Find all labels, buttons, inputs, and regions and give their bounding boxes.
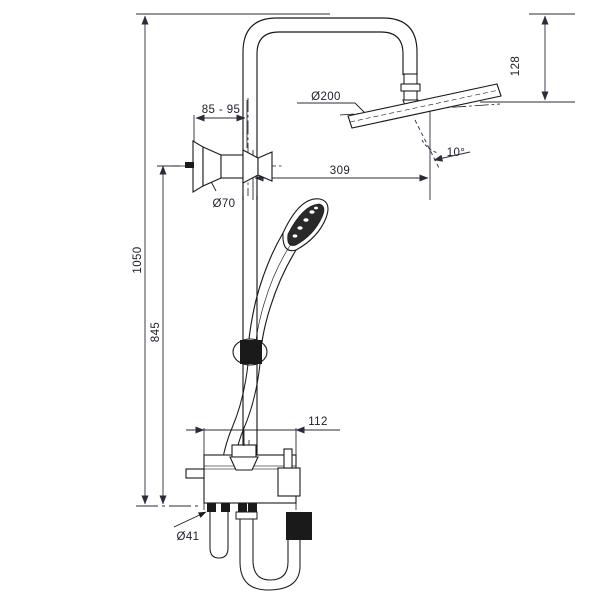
label-head-drop: 128: [510, 56, 522, 76]
shower-head-face-line: [349, 89, 500, 123]
hand-shower-handle-right: [260, 249, 297, 353]
escutcheon-plate: [192, 140, 204, 193]
angle-leader: [433, 151, 471, 162]
arm-inner-edge: [256, 31, 404, 200]
dimension-labels: Ø200 85 - 95 Ø70 309 10° 112 Ø41 1050 84…: [132, 56, 522, 543]
label-head-angle: 10°: [447, 147, 466, 159]
connector-spigot: [185, 162, 194, 168]
shower-hose: [209, 512, 301, 591]
outlet-nut-1: [207, 503, 216, 512]
hose-curve-inner: [252, 540, 289, 581]
hose-connector-block: [286, 512, 312, 540]
hand-shower-handle-left: [247, 232, 284, 353]
wall-connector-flange: [185, 140, 273, 193]
connector-right-taper: [257, 151, 273, 182]
valve-left-stub: [185, 468, 205, 479]
valve-handle: [283, 448, 293, 469]
angle-arc: [421, 139, 439, 154]
label-overall-height: 1050: [132, 246, 144, 273]
supply-tube-loop: [209, 512, 229, 559]
diverter-knob-top: [231, 444, 257, 458]
label-outlet-diameter: Ø41: [177, 531, 200, 543]
outlet-nut-4: [248, 503, 257, 512]
shower-arm: [242, 17, 418, 200]
joint-nut-lower: [403, 90, 418, 101]
label-wall-offset: 85 - 95: [202, 104, 241, 116]
hand-shower-handle-centre: [254, 243, 292, 353]
angle-ref-line: [414, 119, 441, 171]
valve-right-block: [277, 467, 301, 497]
valve-outlets: [207, 503, 258, 520]
diverter-knob-taper: [229, 456, 259, 471]
outlet-nut-2: [221, 503, 230, 512]
mixer-valve-body: [185, 430, 301, 504]
overhead-rain-shower-head: [347, 83, 502, 129]
label-head-diameter: Ø200: [311, 91, 341, 103]
joint-collar: [400, 83, 421, 92]
d41-leader: [173, 511, 207, 528]
arm-outer-edge: [242, 17, 418, 200]
outlet-flange: [235, 511, 258, 520]
outlet-nut-3: [238, 503, 247, 512]
slider-bracket-clamp: [240, 340, 262, 364]
connector-body: [220, 154, 244, 179]
joint-nut-upper: [403, 73, 418, 85]
label-flange-diameter: Ø70: [213, 198, 236, 210]
label-rail-height: 845: [150, 322, 162, 342]
hose-curve-to-connector: [239, 540, 301, 591]
slider-bracket: [232, 338, 268, 366]
label-valve-width: 112: [308, 416, 328, 428]
hand-shower-nozzles: [292, 206, 318, 238]
hand-shower: [247, 198, 329, 353]
connector-block-body: [286, 512, 312, 540]
label-arm-reach: 309: [330, 165, 350, 177]
